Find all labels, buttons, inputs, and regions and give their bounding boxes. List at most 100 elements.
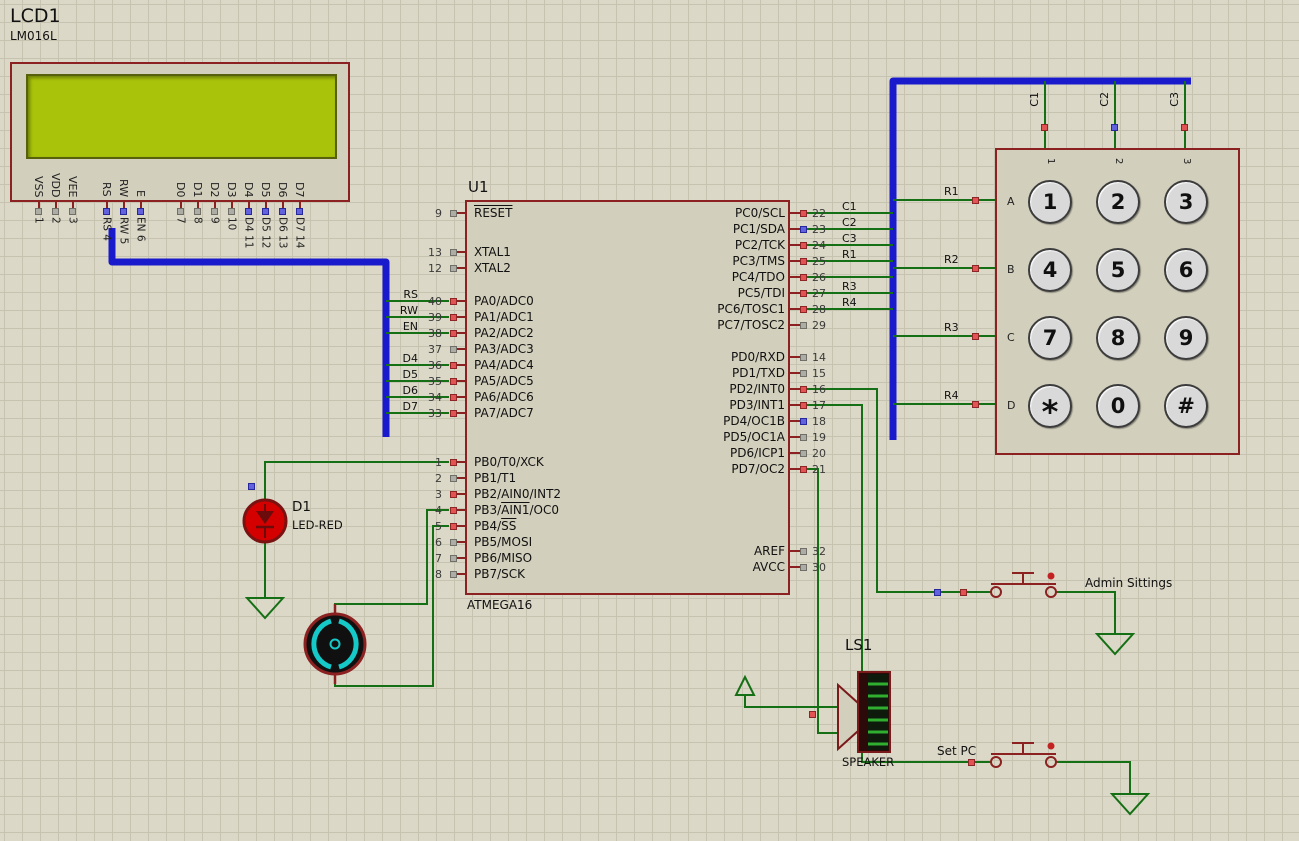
pin-stub: [247, 200, 250, 210]
lcd-pin[interactable]: VSS 1: [30, 150, 47, 270]
chip-pin[interactable]: 12 XTAL2: [390, 260, 790, 276]
lcd-pin[interactable]: D4 D4 11: [240, 150, 257, 270]
lcd-pin-group-control: RS RS 4 RW RW 5 E EN 6: [98, 150, 149, 270]
led-symbol[interactable]: [242, 498, 288, 544]
chip-pin[interactable]: 7 PB6/MISO: [390, 550, 790, 566]
wire-state-square: [960, 589, 967, 596]
chip-pin[interactable]: EN 38 PA2/ADC2: [390, 320, 790, 341]
keypad-key[interactable]: #: [1164, 384, 1208, 428]
chip-pin[interactable]: PC3/TMS 25 R1: [500, 248, 930, 269]
lcd-pin[interactable]: VDD 2: [47, 150, 64, 270]
lcd-pin[interactable]: D1 8: [189, 150, 206, 270]
chip-pin[interactable]: 37 PA3/ADC3: [390, 341, 790, 357]
setpc-push-button[interactable]: [990, 742, 1057, 768]
keypad-key[interactable]: 1: [1028, 180, 1072, 224]
lcd-component[interactable]: [10, 62, 350, 202]
pin-name: PB2/AIN0/INT2: [474, 487, 562, 501]
pin-number: 8: [435, 567, 442, 581]
chip-pin[interactable]: RS 40 PA0/ADC0: [390, 288, 790, 309]
chip-pin[interactable]: RW 39 PA1/ADC1: [390, 304, 790, 325]
lcd-pin-number: D7 14: [293, 217, 306, 249]
chip-pin[interactable]: 9 RESET: [390, 205, 790, 221]
lcd-pin[interactable]: D5 D5 12: [257, 150, 274, 270]
net-label-r4: R4: [944, 389, 959, 402]
pin-state-square: [102, 208, 110, 215]
chip-pin[interactable]: PC7/TOSC2 29: [500, 317, 930, 333]
u1-component-body[interactable]: [465, 200, 790, 595]
lcd-pin[interactable]: D6 D6 13: [274, 150, 291, 270]
chip-pin[interactable]: PD3/INT1 17: [500, 397, 930, 413]
motor-symbol[interactable]: [303, 604, 367, 684]
chip-pin[interactable]: AREF 32: [500, 543, 930, 559]
keypad-key[interactable]: 2: [1096, 180, 1140, 224]
keypad-key[interactable]: 6: [1164, 248, 1208, 292]
chip-pin[interactable]: D4 36 PA4/ADC4: [390, 352, 790, 373]
lcd-pin[interactable]: D3 10: [223, 150, 240, 270]
chip-pin[interactable]: D6 34 PA6/ADC6: [390, 384, 790, 405]
chip-pin[interactable]: PD1/TXD 15: [500, 365, 930, 381]
lcd-pin[interactable]: D2 9: [206, 150, 223, 270]
chip-pin[interactable]: 8 PB7/SCK: [390, 566, 790, 582]
keypad-key[interactable]: 3: [1164, 180, 1208, 224]
pin-name: PC3/TMS: [732, 254, 785, 268]
lcd-pin[interactable]: D7 D7 14: [291, 150, 308, 270]
chip-pin[interactable]: 4 PB3/AIN1/OC0: [390, 502, 790, 518]
chip-pin[interactable]: PD5/OC1A 19: [500, 429, 930, 445]
chip-pin[interactable]: PD0/RXD 14: [500, 349, 930, 365]
lcd-pin-label: D0: [174, 181, 187, 197]
keypad-key[interactable]: 5: [1096, 248, 1140, 292]
chip-pin[interactable]: PD4/OC1B 18: [500, 413, 930, 429]
chip-pin[interactable]: PC2/TCK 24 C3: [500, 232, 930, 253]
pin-stub: [790, 276, 800, 278]
lcd-pin[interactable]: E EN 6: [132, 150, 149, 270]
lcd-pin[interactable]: RW RW 5: [115, 150, 132, 270]
keypad-key-label: 7: [1042, 326, 1058, 350]
keypad-key[interactable]: 0: [1096, 384, 1140, 428]
keypad-key[interactable]: *: [1028, 384, 1072, 431]
pin-name: PA3/ADC3: [474, 342, 534, 356]
pin-state-square: [800, 417, 807, 425]
chip-pin[interactable]: PD2/INT0 16: [500, 381, 930, 397]
keypad-key[interactable]: 4: [1028, 248, 1072, 292]
chip-pin[interactable]: PC6/TOSC1 28 R4: [500, 296, 930, 317]
wire-state-square: [972, 197, 979, 204]
pin-state-square: [800, 353, 807, 361]
chip-pin[interactable]: PC4/TDO 26: [500, 269, 930, 285]
lcd-pin-label: RS: [100, 182, 113, 197]
net-label: RS: [403, 287, 418, 301]
chip-pin[interactable]: AVCC 30: [500, 559, 930, 575]
admin-push-button[interactable]: [990, 572, 1057, 598]
pin-state-square: [261, 208, 269, 215]
chip-pin[interactable]: 6 PB5/MOSI: [390, 534, 790, 550]
chip-pin[interactable]: 5 PB4/SS: [390, 518, 790, 534]
chip-pin[interactable]: PD6/ICP1 20: [500, 445, 930, 461]
chip-pin[interactable]: PC0/SCL 22 C1: [500, 200, 930, 221]
chip-pin[interactable]: PC5/TDI 27 R3: [500, 280, 930, 301]
keypad-key[interactable]: 8: [1096, 316, 1140, 360]
net-label-r1: R1: [944, 185, 959, 198]
lcd-pin[interactable]: VEE 3: [64, 150, 81, 270]
chip-pin[interactable]: 3 PB2/AIN0/INT2: [390, 486, 790, 502]
chip-pin[interactable]: 2 PB1/T1: [390, 470, 790, 486]
lcd-pin[interactable]: D0 7: [172, 150, 189, 270]
wire-state-square: [972, 333, 979, 340]
keypad-component[interactable]: 1 2 3 4 5 6 7 8 9 * 0 #: [995, 148, 1240, 455]
lcd-pin-number: 3: [66, 217, 79, 224]
pin-state-square: [136, 208, 144, 215]
chip-pin[interactable]: PC1/SDA 23 C2: [500, 216, 930, 237]
chip-pin[interactable]: D7 33 PA7/ADC7: [390, 400, 790, 421]
keypad-key[interactable]: 7: [1028, 316, 1072, 360]
chip-pin[interactable]: 13 XTAL1: [390, 244, 790, 260]
chip-pin[interactable]: D5 35 PA5/ADC5: [390, 368, 790, 389]
pin-stub: [790, 388, 800, 390]
net-label-c1: C1: [1028, 92, 1041, 107]
lcd-pin[interactable]: RS RS 4: [98, 150, 115, 270]
chip-pin[interactable]: PD7/OC2 21: [500, 461, 930, 477]
chip-pin[interactable]: 1 PB0/T0/XCK: [390, 454, 790, 470]
pin-name: PD7/OC2: [731, 462, 785, 476]
speaker-symbol[interactable]: [837, 671, 891, 753]
pin-stub: [790, 404, 800, 406]
pin-stub: [457, 525, 465, 527]
keypad-key[interactable]: 9: [1164, 316, 1208, 360]
keypad-key-label: 8: [1110, 326, 1126, 350]
